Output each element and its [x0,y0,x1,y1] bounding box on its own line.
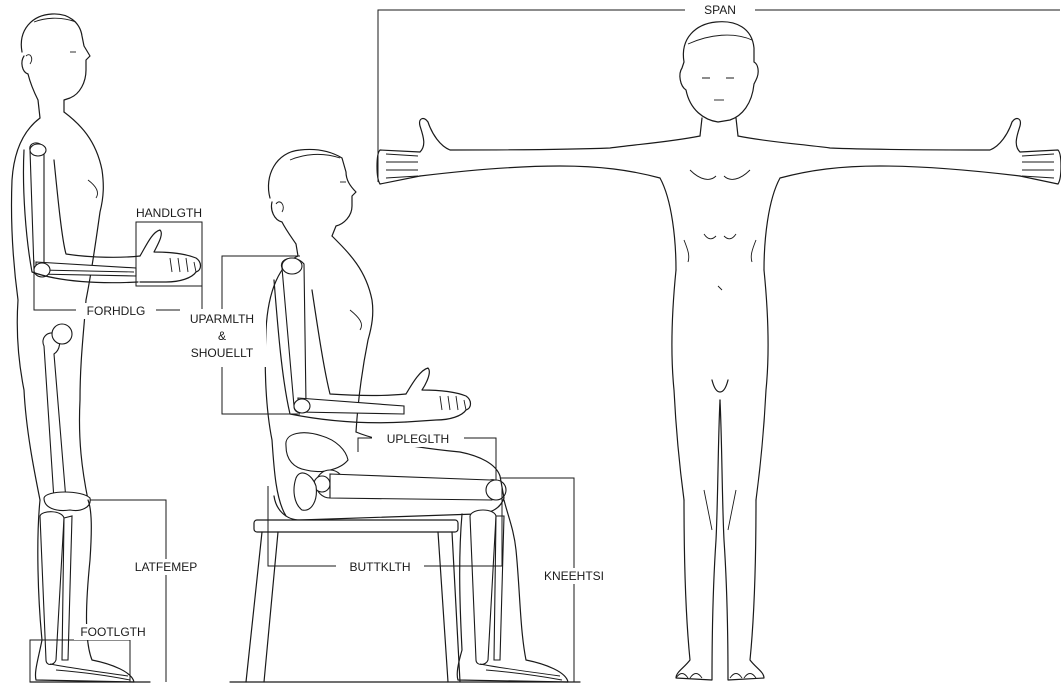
label-uparmlth: UPARMLTH [190,312,254,326]
label-upleglth: UPLEGLTH [387,432,449,446]
label-amp: & [218,329,226,343]
label-latfemep: LATFEMEP [135,560,197,574]
seated-side-figure [230,149,580,682]
dimension-labels: SPAN HANDLGTH FORHDLG UPARMLTH & SHOUELL… [74,2,755,640]
label-shouellt: SHOUELLT [191,346,254,360]
label-footlgth: FOOTLGTH [80,625,145,639]
label-handlgth: HANDLGTH [136,206,202,220]
standing-side-figure [11,14,200,682]
label-forhdlg: FORHDLG [87,304,146,318]
label-kneehtsi: KNEEHTSI [544,569,604,583]
label-buttklth: BUTTKLTH [349,560,410,574]
latfemep-bracket [90,500,166,682]
label-span: SPAN [704,3,736,17]
